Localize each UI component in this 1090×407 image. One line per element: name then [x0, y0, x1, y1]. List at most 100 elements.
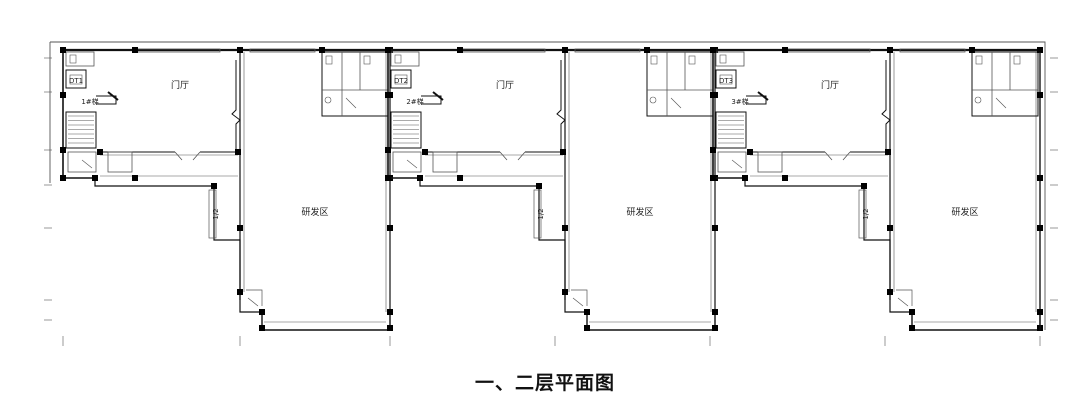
- wc-fixture: [719, 54, 727, 64]
- rnd-area-label: 研发区: [301, 206, 328, 218]
- utility-room: [107, 151, 133, 173]
- column: [385, 147, 391, 153]
- ramp-label: 1/2: [212, 208, 220, 219]
- hall-label: 门厅: [821, 79, 839, 91]
- hall-label: 门厅: [171, 79, 189, 91]
- column: [387, 309, 393, 315]
- elevator-shaft: [715, 69, 737, 89]
- door-leaf: [107, 91, 119, 101]
- south-west-wall: [744, 178, 912, 313]
- hall-door-swing: [499, 151, 526, 161]
- column: [417, 175, 423, 181]
- stair-landing: [746, 95, 767, 105]
- wc-room: [65, 51, 95, 67]
- column: [712, 225, 718, 231]
- door-leaf: [757, 91, 769, 101]
- column: [422, 149, 428, 155]
- column: [387, 325, 393, 331]
- hall-east-partition: [881, 60, 891, 150]
- column: [259, 325, 265, 331]
- wc-room: [390, 51, 420, 67]
- elevator-label: DT2: [394, 77, 408, 85]
- column: [385, 47, 391, 53]
- wc-fixture: [394, 54, 402, 64]
- rnd-area-label: 研发区: [951, 206, 978, 218]
- stair-landing: [96, 95, 117, 105]
- toilet-fixture: [650, 55, 658, 65]
- hall-east-partition: [231, 60, 241, 150]
- sink-fixture: [974, 96, 982, 104]
- ramp: [533, 189, 542, 239]
- elevator-car: [69, 74, 83, 85]
- sink-fixture: [649, 96, 657, 104]
- toilet-fixture: [688, 55, 696, 65]
- outer-boundary-line: [50, 41, 1046, 330]
- door-swing: [81, 159, 93, 169]
- column: [861, 183, 867, 189]
- column: [237, 289, 243, 295]
- ramp-label: 1/2: [862, 208, 870, 219]
- column: [60, 175, 66, 181]
- column: [132, 47, 138, 53]
- wc-room: [715, 51, 745, 67]
- corner-detail: [571, 289, 588, 307]
- elevator-label: DT3: [719, 77, 733, 85]
- column: [235, 149, 241, 155]
- stair-well: [715, 111, 747, 149]
- window-strip: [574, 48, 641, 53]
- door-leaf: [432, 91, 444, 101]
- column: [909, 325, 915, 331]
- utility-room: [717, 151, 747, 173]
- drawing-caption: 一、二层平面图: [474, 372, 615, 394]
- column: [885, 149, 891, 155]
- column: [560, 149, 566, 155]
- ramp: [208, 189, 217, 239]
- stair-label: 3#梯: [731, 97, 748, 106]
- elevator-car: [719, 74, 733, 85]
- utility-room: [432, 151, 458, 173]
- toilet-fixture: [1013, 55, 1021, 65]
- elevator-shaft: [390, 69, 412, 89]
- hall-east-partition: [556, 60, 566, 150]
- column: [92, 175, 98, 181]
- column: [747, 149, 753, 155]
- column: [887, 225, 893, 231]
- door-swing: [670, 97, 682, 109]
- column: [710, 147, 716, 153]
- door-swing: [995, 97, 1007, 109]
- column: [1037, 175, 1043, 181]
- south-wall: [261, 312, 391, 331]
- utility-room: [392, 151, 422, 173]
- column: [1037, 225, 1043, 231]
- south-west-wall: [419, 178, 587, 313]
- column: [782, 175, 788, 181]
- column: [584, 325, 590, 331]
- ramp: [858, 189, 867, 239]
- toilet-fixture: [363, 55, 371, 65]
- utility-room: [67, 151, 97, 173]
- door-swing: [345, 97, 357, 109]
- column: [710, 175, 716, 181]
- column: [536, 183, 542, 189]
- utility-room: [757, 151, 783, 173]
- column: [710, 47, 716, 53]
- column: [457, 47, 463, 53]
- rnd-area-label: 研发区: [626, 206, 653, 218]
- column: [712, 309, 718, 315]
- stair-label: 2#梯: [406, 97, 423, 106]
- column: [60, 47, 66, 53]
- column: [457, 175, 463, 181]
- column: [237, 225, 243, 231]
- corner-detail: [896, 289, 913, 307]
- elevator-label: DT1: [69, 77, 83, 85]
- column: [319, 47, 325, 53]
- column: [909, 309, 915, 315]
- toilet-fixture: [975, 55, 983, 65]
- column: [887, 289, 893, 295]
- column: [644, 47, 650, 53]
- column: [259, 309, 265, 315]
- stair-well: [390, 111, 422, 149]
